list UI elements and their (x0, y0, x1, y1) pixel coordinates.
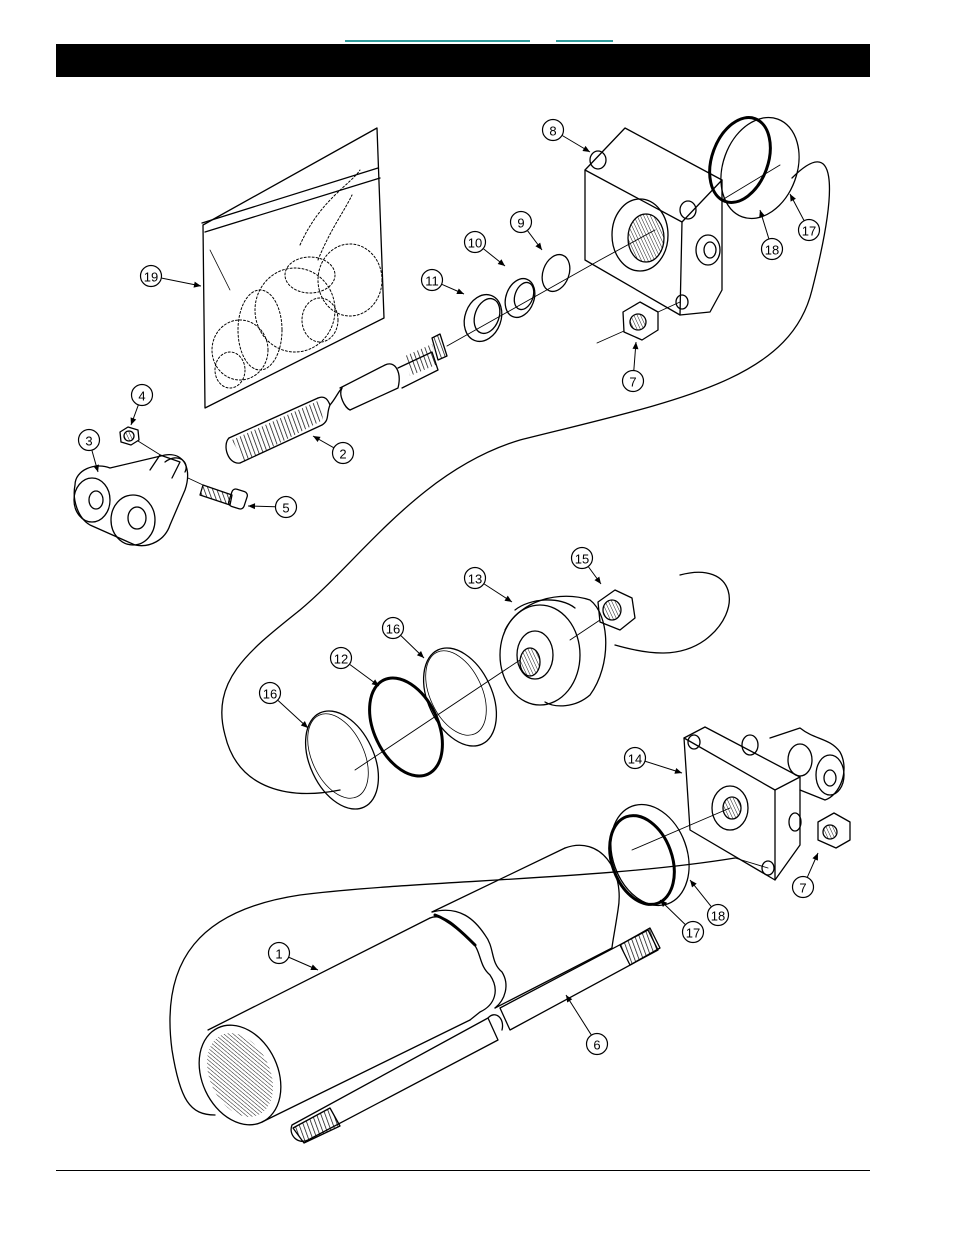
callout-arrowhead (674, 768, 682, 774)
callout-arrowhead (194, 282, 201, 288)
piston-nut (598, 590, 635, 630)
cap-o-ring-lower (597, 793, 702, 916)
tie-rod-nut-lower (818, 813, 850, 848)
callout-number: 17 (802, 224, 816, 239)
callout-arrowhead (632, 342, 638, 349)
callout-arrowhead (248, 503, 255, 509)
callout-c19: 19 (141, 266, 202, 288)
callout-arrowhead (594, 577, 601, 584)
callout-number: 1 (275, 947, 282, 962)
callout-number: 7 (799, 881, 806, 896)
callout-c11: 11 (422, 270, 465, 295)
callout-c9: 9 (511, 212, 543, 251)
cylinder-tube (184, 845, 620, 1138)
callout-number: 3 (85, 434, 92, 449)
callout-c5: 5 (248, 497, 297, 518)
callout-number: 18 (765, 243, 779, 258)
tie-rod-nut-upper (597, 302, 680, 343)
callout-c8: 8 (543, 120, 591, 153)
callout-number: 7 (629, 375, 636, 390)
piston-ring-16a (291, 699, 393, 820)
callout-number: 18 (711, 909, 725, 924)
cap-o-ring-upper (699, 106, 813, 229)
callout-arrowhead (504, 596, 512, 602)
callout-c2: 2 (313, 436, 354, 464)
rod-o-ring (537, 251, 574, 296)
callout-layer: 123456778910111213141516161717181819 (79, 120, 820, 1055)
callout-number: 17 (686, 926, 700, 941)
callout-c7b: 7 (793, 853, 819, 898)
callout-number: 12 (334, 652, 348, 667)
piston (500, 596, 606, 706)
callout-c13: 13 (465, 568, 513, 603)
callout-number: 16 (386, 622, 400, 637)
callout-c6: 6 (566, 995, 608, 1055)
callout-arrowhead (313, 436, 321, 442)
callout-arrowhead (131, 417, 137, 425)
callout-number: 2 (339, 447, 346, 462)
callout-c4: 4 (131, 385, 153, 426)
callout-number: 11 (425, 274, 439, 289)
callout-c16b: 16 (260, 683, 309, 729)
callout-arrowhead (582, 146, 590, 152)
callout-c7a: 7 (623, 342, 644, 392)
callout-arrowhead (690, 880, 697, 887)
callout-c1: 1 (269, 943, 319, 971)
callout-c16a: 16 (383, 618, 425, 659)
seal-kit-bag (202, 128, 384, 408)
assembly-outline-lower (615, 572, 729, 653)
footer-rule (56, 1170, 870, 1171)
callout-c18b: 18 (690, 880, 729, 926)
base-end-cap (684, 727, 844, 880)
rod-seal (500, 274, 540, 321)
rod-end-cap (585, 128, 722, 315)
callout-arrowhead (498, 259, 505, 266)
callout-arrowhead (93, 464, 99, 472)
callout-arrowhead (535, 243, 542, 250)
callout-c15: 15 (572, 548, 602, 585)
callout-number: 16 (263, 687, 277, 702)
callout-number: 5 (282, 501, 289, 516)
callout-c14: 14 (625, 748, 683, 774)
callout-c12: 12 (331, 648, 380, 687)
callout-number: 15 (575, 552, 589, 567)
callout-number: 19 (144, 270, 158, 285)
callout-number: 8 (549, 124, 556, 139)
callout-c10: 10 (465, 232, 506, 267)
callout-c17a: 17 (790, 194, 820, 241)
clevis (74, 455, 188, 546)
callout-number: 4 (138, 389, 145, 404)
wiper-ring (458, 289, 508, 346)
callout-c17b: 17 (660, 900, 704, 943)
callout-number: 14 (628, 752, 642, 767)
assembly-outline (222, 162, 830, 794)
clevis-bolt (188, 478, 248, 510)
callout-number: 9 (517, 216, 524, 231)
callout-number: 6 (593, 1038, 600, 1053)
callout-number: 13 (468, 572, 482, 587)
clevis-nut (120, 427, 162, 456)
callout-c18a: 18 (759, 210, 782, 260)
callout-leader (566, 995, 591, 1035)
callout-c3: 3 (79, 430, 100, 473)
callout-number: 10 (468, 236, 482, 251)
piston-rod (226, 334, 447, 463)
